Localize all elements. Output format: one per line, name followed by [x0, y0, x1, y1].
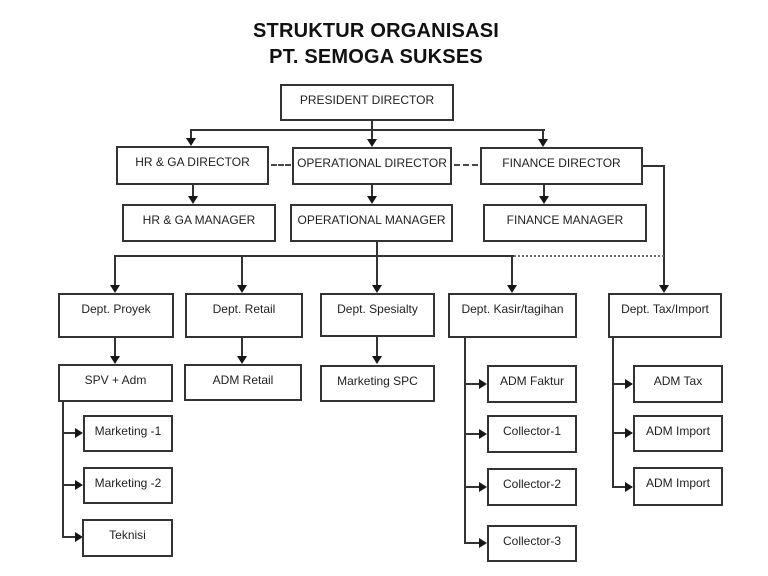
node-operational-manager: OPERATIONAL MANAGER — [290, 204, 453, 242]
node-finance-director: FINANCE DIRECTOR — [480, 147, 643, 185]
arrowhead-down-icon — [188, 196, 198, 204]
arrowhead-right-icon — [75, 428, 83, 438]
connector-line — [371, 129, 373, 140]
connector-line — [464, 383, 479, 385]
node-dept-proyek: Dept. Proyek — [58, 293, 174, 338]
chart-title-line2: PT. SEMOGA SUKSES — [269, 46, 483, 68]
arrowhead-down-icon — [237, 285, 247, 293]
connector-line — [371, 120, 373, 131]
node-president-director: PRESIDENT DIRECTOR — [280, 84, 454, 121]
node-hr-ga-director: HR & GA DIRECTOR — [116, 146, 269, 185]
node-dept-retail: Dept. Retail — [185, 293, 303, 338]
connector-line — [511, 255, 513, 286]
node-dept-tax-import: Dept. Tax/Import — [608, 293, 722, 338]
connector-line — [543, 185, 545, 197]
chart-title-line1: STRUKTUR ORGANISASI — [252, 20, 500, 42]
arrowhead-down-icon — [367, 196, 377, 204]
arrowhead-down-icon — [539, 196, 549, 204]
connector-line — [114, 255, 116, 286]
arrowhead-right-icon — [625, 482, 633, 492]
connector-line — [376, 337, 378, 357]
arrowhead-down-icon — [110, 356, 120, 364]
node-collector-2: Collector-2 — [487, 468, 577, 506]
connector-line — [643, 165, 665, 167]
connector-line — [190, 129, 192, 139]
arrowhead-down-icon — [372, 285, 382, 293]
connector-line — [191, 129, 545, 131]
arrowhead-down-icon — [186, 138, 196, 146]
connector-line — [376, 242, 378, 286]
node-teknisi: Teknisi — [82, 519, 173, 557]
arrowhead-right-icon — [625, 379, 633, 389]
connector-line — [663, 165, 665, 286]
node-marketing-spc: Marketing SPC — [320, 365, 435, 402]
connector-line — [241, 338, 243, 357]
connector-line — [114, 255, 514, 257]
node-hr-ga-manager: HR & GA MANAGER — [122, 204, 276, 242]
arrowhead-right-icon — [479, 429, 487, 439]
connector-line — [612, 432, 625, 434]
connector-dotted-line — [514, 255, 664, 257]
node-dept-kasir-tagihan: Dept. Kasir/tagihan — [448, 293, 577, 338]
connector-line — [62, 432, 75, 434]
connector-line — [542, 129, 544, 140]
node-adm-import-2: ADM Import — [633, 467, 723, 506]
connector-line — [114, 338, 116, 357]
connector-dashed-line — [271, 164, 291, 166]
connector-line — [464, 542, 479, 544]
chart-title: STRUKTUR ORGANISASI PT. SEMOGA SUKSES — [0, 18, 752, 70]
arrowhead-down-icon — [659, 285, 669, 293]
arrowhead-right-icon — [479, 482, 487, 492]
arrowhead-down-icon — [237, 356, 247, 364]
arrowhead-down-icon — [538, 139, 548, 147]
connector-line — [464, 433, 479, 435]
connector-dashed-line — [454, 164, 478, 166]
connector-line — [612, 383, 625, 385]
arrowhead-right-icon — [625, 428, 633, 438]
node-spv-adm: SPV + Adm — [58, 364, 173, 402]
arrowhead-right-icon — [479, 538, 487, 548]
node-operational-director: OPERATIONAL DIRECTOR — [292, 147, 452, 185]
node-adm-import-1: ADM Import — [633, 415, 723, 452]
arrowhead-down-icon — [110, 285, 120, 293]
node-dept-spesialty: Dept. Spesialty — [320, 293, 435, 337]
arrowhead-down-icon — [367, 139, 377, 147]
connector-line — [371, 185, 373, 197]
connector-line — [464, 338, 466, 544]
node-finance-manager: FINANCE MANAGER — [483, 204, 647, 242]
node-adm-tax: ADM Tax — [633, 365, 723, 403]
arrowhead-right-icon — [479, 379, 487, 389]
arrowhead-down-icon — [372, 356, 382, 364]
node-marketing-1: Marketing -1 — [83, 415, 173, 452]
node-adm-retail: ADM Retail — [184, 364, 302, 401]
arrowhead-right-icon — [75, 480, 83, 490]
connector-line — [192, 185, 194, 197]
connector-line — [241, 255, 243, 286]
node-collector-1: Collector-1 — [487, 415, 577, 453]
connector-line — [612, 486, 625, 488]
arrowhead-down-icon — [507, 285, 517, 293]
node-collector-3: Collector-3 — [487, 525, 577, 562]
connector-line — [62, 402, 64, 538]
connector-line — [464, 486, 479, 488]
node-adm-faktur: ADM Faktur — [487, 365, 577, 403]
connector-line — [62, 536, 75, 538]
arrowhead-right-icon — [75, 532, 83, 542]
connector-line — [62, 484, 75, 486]
node-marketing-2: Marketing -2 — [83, 467, 173, 504]
connector-line — [612, 338, 614, 488]
